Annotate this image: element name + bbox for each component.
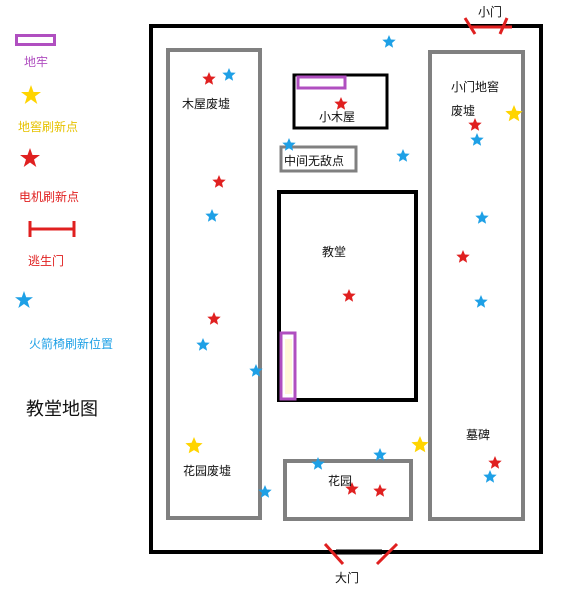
legend-rocket-chair-label: 火箭椅刷新位置 (29, 337, 114, 351)
rocket-chair-spawn-star-23 (483, 470, 497, 483)
small-cabin-dungeon (296, 75, 347, 90)
church-building (277, 190, 418, 402)
rocket-chair-spawn-star-17 (249, 364, 263, 377)
generator-spawn-star-3 (334, 97, 348, 110)
rocket-chair-spawn-star-7 (282, 138, 296, 151)
rocket-chair-spawn-star-14 (474, 295, 488, 308)
rocket-chair-spawn-star-11 (475, 211, 489, 224)
generator-spawn-star-5 (468, 118, 482, 131)
rocket-chair-spawn-star-26 (258, 485, 272, 498)
rocket-chair-spawn-star-0 (382, 35, 396, 48)
church-dungeon (279, 331, 297, 401)
rocket-chair-spawn-star-1 (222, 68, 236, 81)
generator-spawn-star-13 (342, 289, 356, 302)
small-gate-icon (463, 17, 512, 35)
rocket-chair-spawn-star-10 (205, 209, 219, 222)
hatch-spawn-star-18 (185, 437, 203, 454)
garden-area (283, 459, 413, 521)
map-title: 教堂地图 (26, 399, 98, 420)
generator-spawn-star-15 (207, 312, 221, 325)
legend-hatch-label: 地窖刷新点 (18, 120, 79, 134)
legend-hatch-star-icon (21, 85, 41, 104)
small-gate-label: 小门 (478, 5, 503, 19)
church-label: 教堂 (322, 245, 347, 259)
main-gate-label: 大门 (335, 571, 360, 585)
center-safe-zone (279, 145, 358, 173)
generator-spawn-star-2 (202, 72, 216, 85)
center-safe-zone-label: 中间无敌点 (284, 154, 345, 168)
hatch-spawn-star-4 (505, 105, 523, 122)
garden-ruins-label: 花园废墟 (183, 464, 232, 478)
rocket-chair-spawn-star-20 (373, 448, 387, 461)
cabin-ruins-label: 木屋废墟 (182, 97, 231, 111)
main-gate-icon (323, 542, 399, 566)
generator-spawn-star-9 (212, 175, 226, 188)
legend-dungeon-label: 地牢 (24, 55, 49, 69)
rocket-chair-spawn-star-16 (196, 338, 210, 351)
rocket-chair-spawn-star-6 (470, 133, 484, 146)
small-gate-hatch-label: 小门地窖 (451, 80, 500, 94)
rocket-chair-spawn-star-21 (311, 457, 325, 470)
legend-dungeon-icon (15, 34, 56, 46)
legend-generator-star-icon (20, 148, 40, 167)
legend-rocket-chair-star-icon (15, 291, 33, 308)
hatch-spawn-star-19 (411, 436, 429, 453)
legend-exit-gate-label: 逃生门 (28, 254, 65, 268)
small-cabin-room (292, 73, 389, 130)
small-gate-tombstone-area (428, 50, 525, 521)
rocket-chair-spawn-star-8 (396, 149, 410, 162)
generator-spawn-star-25 (373, 484, 387, 497)
legend-generator-label: 电机刷新点 (19, 190, 80, 204)
tombstone-label: 墓碑 (466, 428, 491, 442)
generator-spawn-star-24 (345, 482, 359, 495)
cabin-garden-ruins-area (166, 48, 262, 520)
small-gate-ruins-label: 废墟 (451, 104, 476, 118)
generator-spawn-star-12 (456, 250, 470, 263)
generator-spawn-star-22 (488, 456, 502, 469)
church-dungeon-inner (285, 339, 292, 394)
legend-exit-gate-icon (28, 221, 76, 237)
small-cabin-label: 小木屋 (319, 110, 356, 124)
garden-label: 花园 (328, 474, 353, 488)
